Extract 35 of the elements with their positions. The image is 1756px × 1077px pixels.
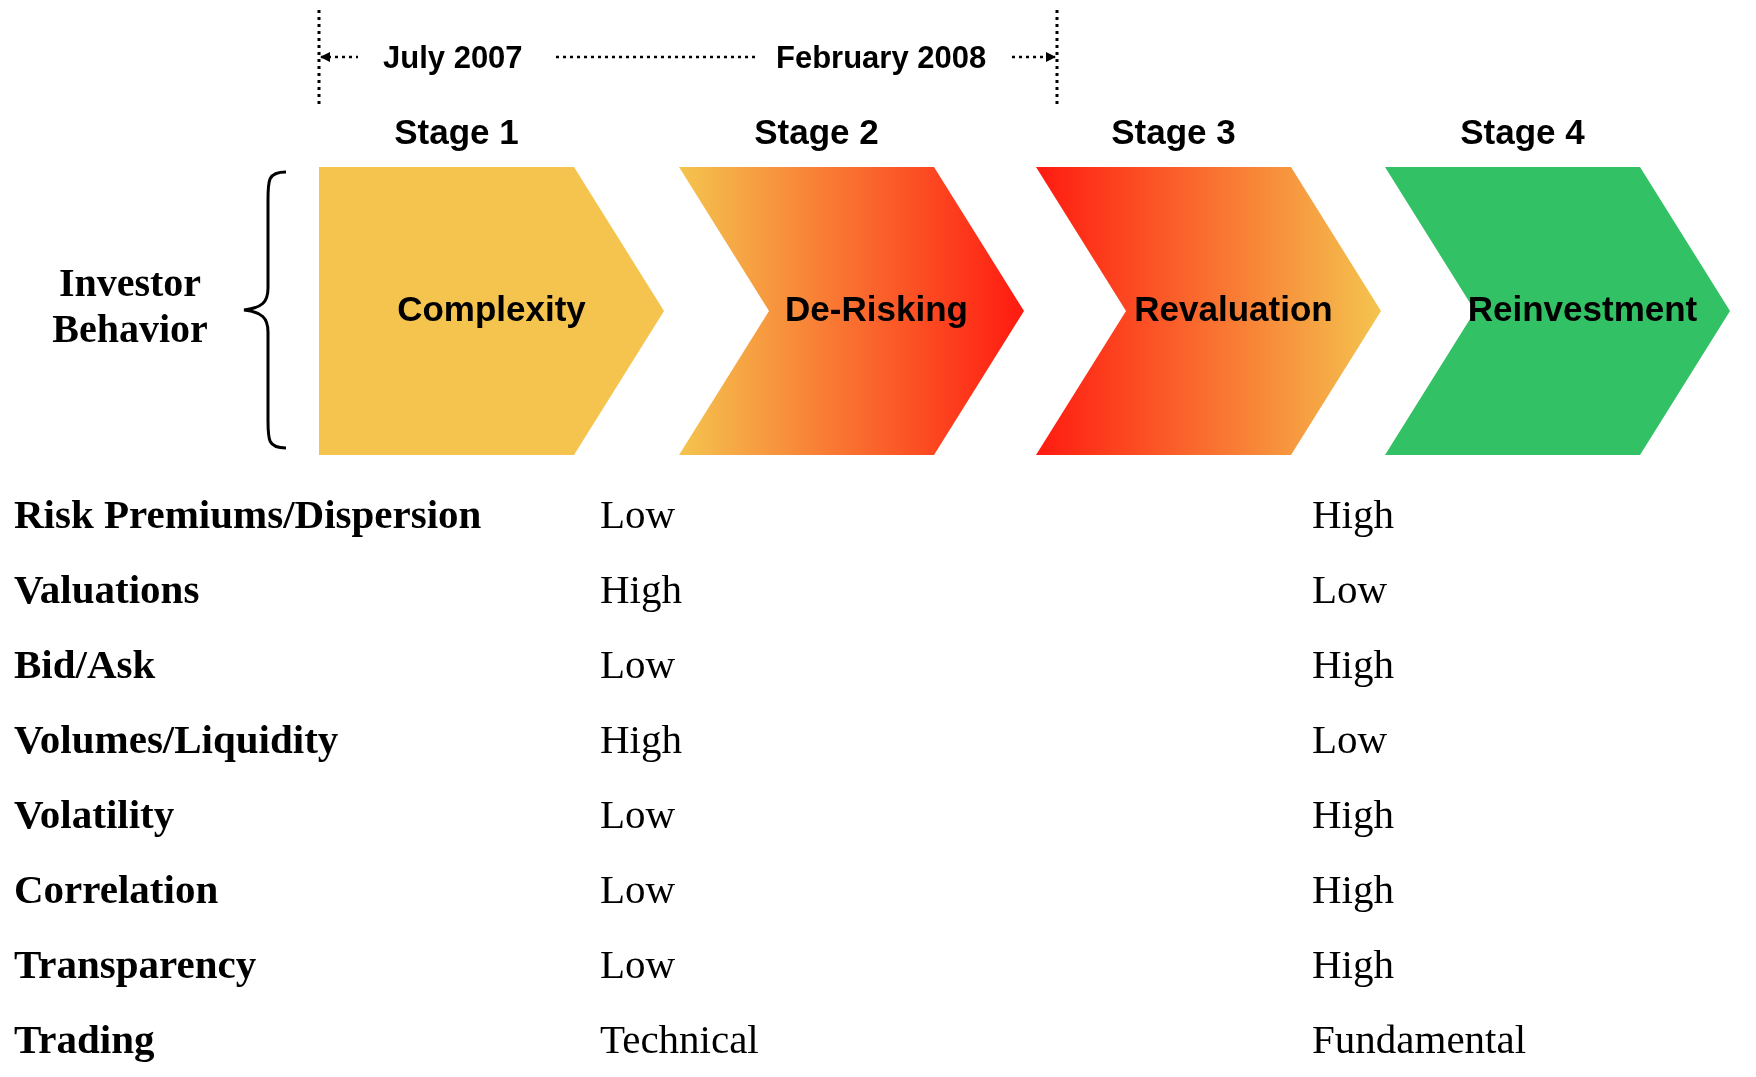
table-value: High [1312, 940, 1394, 988]
row-heading: Investor Behavior [51, 260, 209, 352]
table-value: High [600, 715, 682, 763]
table-value: High [1312, 865, 1394, 913]
stage-heading: Stage 4 [1459, 112, 1586, 152]
row-heading: Transparency [14, 940, 257, 988]
table-value: Technical [600, 1015, 759, 1063]
stage-heading: Stage 2 [753, 112, 880, 152]
row-heading: Correlation [14, 865, 219, 913]
row-heading: Volumes/Liquidity [14, 715, 339, 763]
table-value: Low [600, 865, 676, 913]
table-value: High [600, 565, 682, 613]
date-label: July 2007 [383, 40, 523, 76]
row-heading: Valuations [14, 565, 200, 613]
table-value: High [1312, 640, 1394, 688]
stage-name: De-Risking [784, 289, 969, 329]
row-heading: Volatility [14, 790, 175, 838]
stage-name: Revaluation [1133, 289, 1334, 329]
row-heading: Trading [14, 1015, 155, 1063]
stage-heading: Stage 3 [1110, 112, 1237, 152]
table-value: Fundamental [1312, 1015, 1527, 1063]
row-heading: Risk Premiums/Dispersion [14, 490, 482, 538]
table-value: Low [600, 790, 676, 838]
stage-name: Complexity [396, 289, 587, 329]
table-value: Low [600, 490, 676, 538]
row-heading: Bid/Ask [14, 640, 156, 688]
date-label: February 2008 [776, 40, 987, 76]
table-value: High [1312, 790, 1394, 838]
table-value: Low [1312, 565, 1388, 613]
table-value: High [1312, 490, 1394, 538]
table-value: Low [600, 640, 676, 688]
table-value: Low [1312, 715, 1388, 763]
table-value: Low [600, 940, 676, 988]
stage-heading: Stage 1 [393, 112, 520, 152]
stage-name: Reinvestment [1466, 289, 1699, 329]
